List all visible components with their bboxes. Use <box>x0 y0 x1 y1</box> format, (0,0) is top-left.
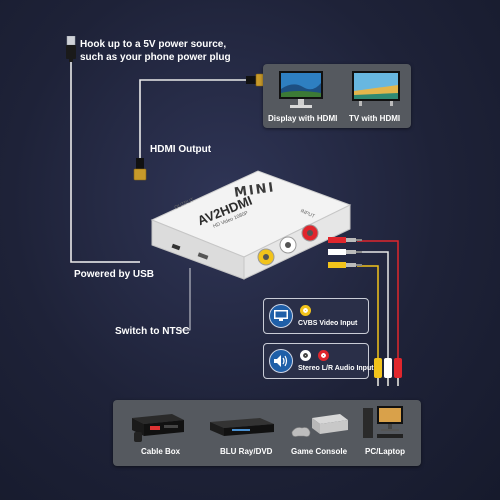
source-label-0: Cable Box <box>141 447 181 456</box>
yellow-jack-icon <box>300 305 311 316</box>
display-label-0: Display with HDMI <box>268 114 338 123</box>
game-console-icon <box>290 412 350 442</box>
dvd-player-icon <box>208 416 276 438</box>
power-source-line2: such as your phone power plug <box>80 52 231 63</box>
hdmi-plug-top-icon <box>246 71 265 89</box>
pc-icon <box>361 404 407 444</box>
power-source-note: Hook up to a 5V power source, such as yo… <box>80 38 231 64</box>
switch-to-ntsc-label: Switch to NTSC <box>115 326 190 337</box>
source-label-2: Game Console <box>291 447 348 456</box>
cvbs-input-row: CVBS Video Input <box>263 298 369 334</box>
white-jack-icon <box>300 350 311 361</box>
audio-input-row: Stereo L/R Audio Input <box>263 343 374 379</box>
cable-box-icon <box>128 408 186 444</box>
cvbs-input-label: CVBS Video Input <box>298 320 358 327</box>
speaker-icon <box>269 349 293 373</box>
sources-panel: Cable Box BLU Ray/DVD Game Console P <box>113 400 421 466</box>
power-source-line1: Hook up to a 5V power source, <box>80 39 227 50</box>
hdmi-plug-bottom-icon <box>133 158 147 182</box>
display-panel: Display with HDMI TV with HDMI <box>263 64 411 128</box>
monitor-icon <box>269 304 293 328</box>
source-label-3: PC/Laptop <box>365 447 405 456</box>
rca-plug-ends-icon <box>372 354 404 388</box>
rca-plugs-icon <box>328 234 362 272</box>
usb-plug-icon <box>66 35 76 62</box>
powered-by-usb-label: Powered by USB <box>74 269 155 280</box>
red-jack-icon <box>318 350 329 361</box>
monitor-icon <box>277 71 325 109</box>
display-label-1: TV with HDMI <box>349 114 401 123</box>
audio-input-label: Stereo L/R Audio Input <box>298 365 374 372</box>
av2hdmi-converter: MINI AV2HDMI HD Video 1080P OUTPUT INPUT <box>138 165 360 285</box>
source-label-1: BLU Ray/DVD <box>220 447 273 456</box>
tv-icon <box>351 69 401 109</box>
hdmi-output-label: HDMI Output <box>150 144 212 155</box>
